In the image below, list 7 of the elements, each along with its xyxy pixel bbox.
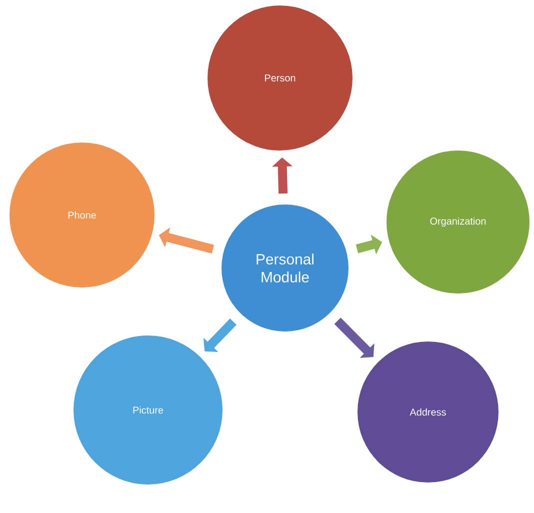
- circle-node: Address: [356, 340, 500, 484]
- circle-node: Phone: [8, 142, 156, 288]
- circle-node: Organization: [386, 150, 530, 294]
- circle-node: Picture: [72, 334, 224, 486]
- circle-node: Person: [206, 4, 354, 152]
- block-arrow: [334, 318, 374, 358]
- circle-node: Personal Module: [220, 204, 350, 332]
